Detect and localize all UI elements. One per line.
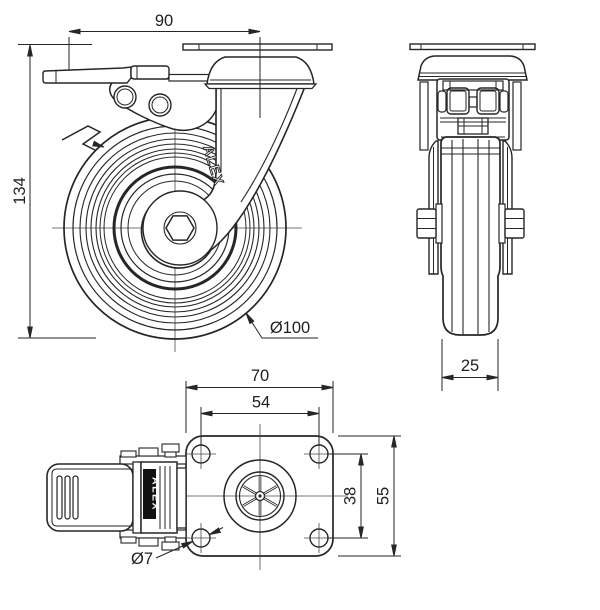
pedal-pad xyxy=(46,463,134,532)
extension-line xyxy=(185,381,334,433)
bolt-hole xyxy=(186,523,216,553)
tread-ring xyxy=(99,152,251,304)
side-wing-right xyxy=(512,81,522,151)
dimension-wheel-width xyxy=(441,339,499,391)
axle-nuts-front xyxy=(416,203,525,244)
junction-plate xyxy=(176,467,187,529)
hub-rim xyxy=(112,165,238,291)
housing-tab-left xyxy=(437,90,447,113)
axle-washer-right xyxy=(498,203,506,244)
pedal-grip-slots xyxy=(56,475,79,520)
brake-pedal-lever xyxy=(42,66,132,84)
extension-line xyxy=(338,435,401,557)
dimension-plate-length xyxy=(185,381,334,433)
swivel-dome xyxy=(417,55,528,81)
brand-label-box xyxy=(143,469,156,519)
brake-pad-left-inner xyxy=(449,90,467,112)
dimension-overall-height xyxy=(18,44,96,339)
plate-tick xyxy=(198,44,318,50)
dim-54-label: 54 xyxy=(252,394,270,412)
brand-logo-plan: ALEX xyxy=(150,477,162,511)
brake-housing xyxy=(436,78,510,141)
side-wing-left xyxy=(419,81,429,151)
center-box-lines xyxy=(458,118,488,134)
tread-ring xyxy=(95,148,255,308)
hinge-tab xyxy=(138,537,159,547)
hinge-tab xyxy=(120,536,137,544)
brake-pedal-plan: ALEX xyxy=(46,443,187,551)
pad-connector xyxy=(468,96,478,108)
tread-ring xyxy=(85,138,265,318)
pedal-pad-inner xyxy=(51,468,133,527)
dimension-hole-diameter xyxy=(155,527,224,559)
wheel xyxy=(63,116,287,340)
tread-ring xyxy=(103,156,247,300)
fork-blade-inner-edge xyxy=(240,85,299,203)
dimension-bolt-spacing-length xyxy=(200,407,320,446)
nut-right-facets xyxy=(505,218,524,229)
dimension-wheel-diameter xyxy=(243,311,318,339)
swivel-bearing xyxy=(223,459,297,533)
bearing-outer xyxy=(223,459,297,533)
tread-lines xyxy=(451,139,490,334)
housing-frame xyxy=(436,78,510,141)
dim-d100-label: Ø100 xyxy=(270,319,310,337)
extension-line xyxy=(18,44,96,339)
bearing-center-dot xyxy=(258,494,262,498)
housing-tab-right xyxy=(499,90,509,113)
bearing-ring-inner xyxy=(238,474,282,518)
mounting-plate-edge xyxy=(409,43,536,51)
plate-tick xyxy=(420,44,524,50)
bracket-hole-inner xyxy=(151,96,169,114)
dimension-plate-width xyxy=(338,435,401,557)
dim-38-label: 38 xyxy=(342,487,360,505)
junction-bolt-top xyxy=(161,443,180,458)
side-view: ALEX 90 134 Ø100 xyxy=(11,12,333,352)
dim-70-label: 70 xyxy=(251,367,269,385)
dome-band-lines xyxy=(419,72,526,77)
pedal-hinge-nub xyxy=(130,65,170,80)
tread-ring xyxy=(79,132,271,324)
bearing-ring xyxy=(235,471,285,521)
dimension-bolt-spacing-width xyxy=(327,453,368,539)
brake-spring-wire xyxy=(61,125,106,151)
mounting-plate-edge xyxy=(182,43,333,51)
pedal-neck xyxy=(132,461,142,534)
front-view: 25 xyxy=(409,43,536,391)
hinge-tab xyxy=(120,450,137,458)
axle-washer-left xyxy=(435,203,443,244)
brake-bracket xyxy=(42,65,218,131)
hub-band-lines xyxy=(441,147,500,155)
bolt-holes xyxy=(186,439,334,553)
dim-134-label: 134 xyxy=(11,177,29,205)
dim-55-label: 55 xyxy=(375,487,393,505)
hex-nut xyxy=(165,215,195,241)
dim-d7-label: Ø7 xyxy=(131,550,153,568)
hinge-tab xyxy=(138,447,159,457)
dim-90-label: 90 xyxy=(155,12,173,30)
linkage-ribs xyxy=(159,466,171,529)
housing-top-bar xyxy=(442,80,504,91)
nut-left-facets xyxy=(417,218,436,229)
axle-nut-left xyxy=(416,208,437,239)
wheel-front xyxy=(440,136,501,336)
brake-pad-right-inner xyxy=(479,90,497,112)
extension-line xyxy=(68,37,261,118)
plan-view: ALEX 70 54 38 xyxy=(46,367,401,570)
bracket-hole-inner xyxy=(116,88,134,106)
tread-ring xyxy=(90,143,260,313)
junction-bolt-bottom xyxy=(161,536,180,551)
axle-nut-right xyxy=(504,208,525,239)
extension-line xyxy=(441,339,499,391)
dimension-overall-length xyxy=(68,28,261,118)
dim-25-label: 25 xyxy=(461,357,479,375)
wheel-outline xyxy=(440,136,501,336)
axle-nut xyxy=(163,211,197,245)
